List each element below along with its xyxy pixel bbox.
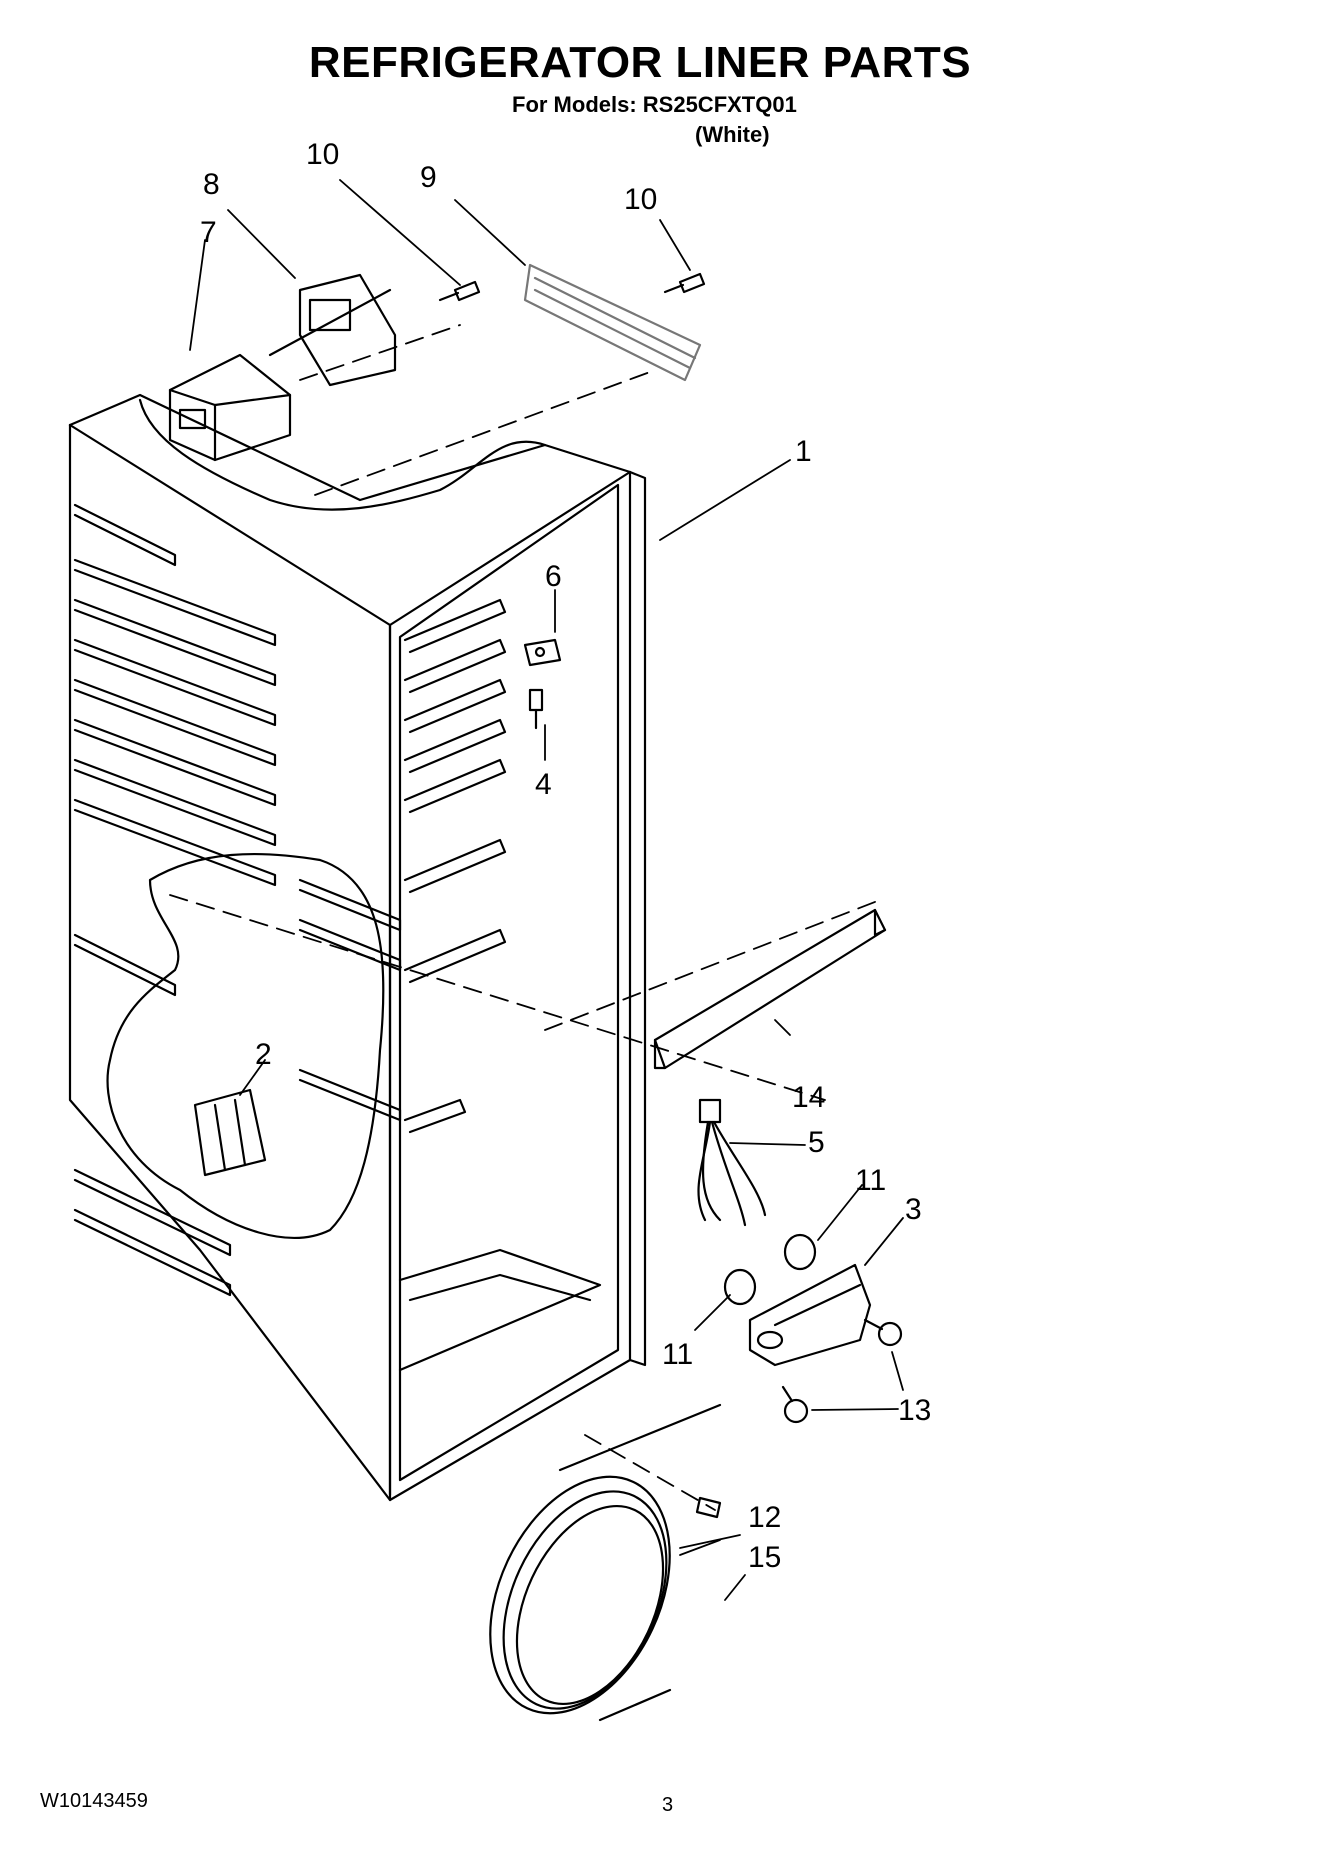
wire-harness-icon: [697, 1098, 767, 1227]
callout-10-left: 10: [306, 138, 340, 171]
callout-15: 15: [748, 1541, 782, 1574]
callout-6: 6: [545, 560, 562, 593]
page-number: 3: [662, 1794, 674, 1816]
callout-2: 2: [255, 1038, 272, 1071]
callout-11-upper: 11: [855, 1164, 887, 1197]
callout-1: 1: [795, 435, 812, 468]
clip-icon: [523, 638, 562, 667]
strip-icon: [523, 263, 702, 382]
bracket-icon: [268, 273, 397, 387]
callout-10-right: 10: [624, 183, 658, 216]
callout-4: 4: [535, 768, 552, 801]
light-socket-icon: [193, 1088, 267, 1177]
callout-14: 14: [792, 1081, 826, 1114]
screw-icon: [438, 272, 903, 1519]
callout-9: 9: [420, 161, 437, 194]
refrigerator-liner-icon: [68, 393, 647, 1502]
callout-13: 13: [898, 1394, 932, 1427]
callout-5: 5: [808, 1126, 825, 1159]
callout-8: 8: [203, 168, 220, 201]
control-housing-icon: [168, 353, 292, 462]
callout-3: 3: [905, 1193, 922, 1226]
channel-icon: [653, 908, 887, 1070]
document-number: W10143459: [40, 1790, 148, 1812]
callout-7: 7: [200, 216, 217, 249]
callout-12: 12: [748, 1501, 782, 1534]
control-cover-icon: [748, 1263, 872, 1367]
callout-11-lower: 11: [662, 1338, 694, 1371]
page-title: REFRIGERATOR LINER PARTS: [308, 38, 972, 87]
tubing-coil-icon: [489, 1403, 722, 1722]
model-color: (White): [695, 122, 770, 147]
leader-lines: [189, 179, 904, 1601]
knob-icon: [723, 1233, 817, 1306]
models-line: For Models: RS25CFXTQ01: [512, 92, 797, 117]
